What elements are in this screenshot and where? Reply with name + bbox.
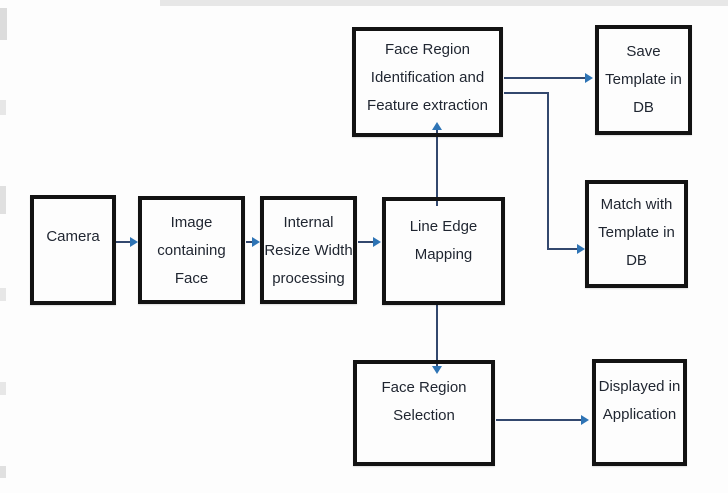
arrow-facesel-to-displayed-head <box>581 415 589 425</box>
scan-artifact <box>160 0 728 6</box>
arrow-faceid-to-match-line-h2 <box>547 248 578 250</box>
scan-artifact <box>0 288 6 301</box>
node-label-line: Identification and <box>370 69 485 86</box>
node-face-region-identification: Face Region Identification and Feature e… <box>352 27 503 137</box>
node-label-line: Feature extraction <box>367 97 488 114</box>
node-label-line: Application <box>602 406 677 423</box>
node-label-line: Template in <box>605 71 682 88</box>
arrow-faceid-to-save-line <box>504 77 586 79</box>
node-label-line: DB <box>633 99 654 116</box>
arrow-resize-to-lineedge-line <box>358 241 375 243</box>
arrow-lineedge-to-facesel-line <box>436 303 438 367</box>
arrow-resize-to-lineedge-head <box>373 237 381 247</box>
node-internal-resize-width-processing: Internal Resize Width processing <box>260 196 357 304</box>
scan-artifact <box>0 382 6 395</box>
node-label-line: Selection <box>393 407 455 424</box>
arrow-faceid-to-match-line-h1 <box>504 92 549 94</box>
scan-artifact <box>0 186 6 214</box>
arrow-camera-to-image-head <box>130 237 138 247</box>
arrow-faceid-to-save-head <box>585 73 593 83</box>
node-label-line: Save <box>626 43 661 60</box>
node-label-line: Match with <box>600 196 673 213</box>
node-label-line: Displayed in <box>598 378 681 395</box>
scan-artifact <box>0 100 6 115</box>
arrow-lineedge-to-faceid-head <box>432 122 442 130</box>
scan-artifact <box>0 8 7 40</box>
node-label-line: Mapping <box>414 246 473 263</box>
node-label-line: Camera <box>46 228 100 245</box>
node-label-line: DB <box>626 252 647 269</box>
node-label-line: Internal <box>283 214 334 231</box>
arrow-faceid-to-match-line-v <box>547 92 549 250</box>
arrow-lineedge-to-faceid-line <box>436 129 438 206</box>
node-camera: Camera <box>30 195 116 305</box>
node-match-with-template-in-db: Match with Template in DB <box>585 180 688 288</box>
arrow-camera-to-image-line <box>116 241 132 243</box>
node-image-containing-face: Image containing Face <box>138 196 245 304</box>
arrow-lineedge-to-facesel-head <box>432 366 442 374</box>
node-label-line: containing <box>157 242 226 259</box>
node-displayed-in-application: Displayed in Application <box>592 359 687 466</box>
node-line-edge-mapping: Line Edge Mapping <box>382 197 505 305</box>
node-label-line: processing <box>272 270 345 287</box>
node-label-line: Face <box>174 270 209 287</box>
node-label-line: Resize Width <box>264 242 353 259</box>
node-save-template-in-db: Save Template in DB <box>595 25 692 135</box>
scan-artifact <box>0 466 6 478</box>
node-face-region-selection: Face Region Selection <box>353 360 495 466</box>
node-label-line: Face Region <box>381 379 467 396</box>
node-label-line: Line Edge <box>409 218 478 235</box>
arrow-facesel-to-displayed-line <box>496 419 582 421</box>
arrow-image-to-resize-head <box>252 237 260 247</box>
node-label-line: Face Region <box>384 41 471 58</box>
arrow-faceid-to-match-head <box>577 244 585 254</box>
node-label-line: Template in <box>598 224 675 241</box>
arrow-image-to-resize-line <box>246 241 254 243</box>
node-label-line: Image <box>170 214 213 231</box>
